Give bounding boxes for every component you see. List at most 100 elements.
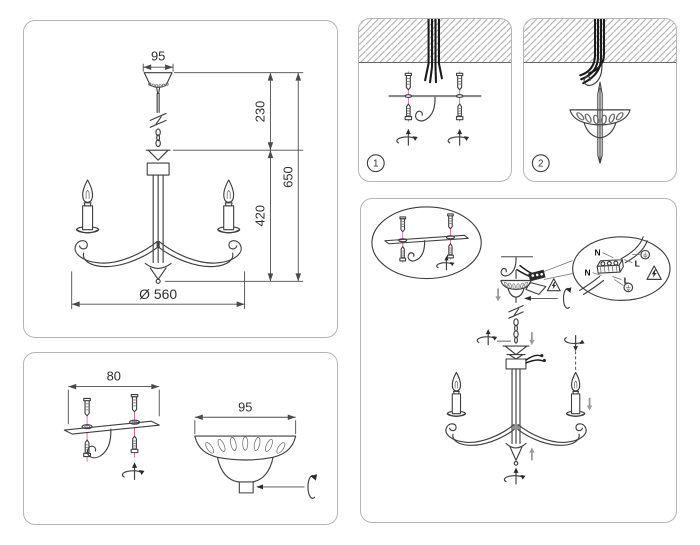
screw-right <box>455 103 464 121</box>
dim-text-canopy: 95 <box>238 399 252 414</box>
ceiling-hook <box>407 240 426 262</box>
canopy-slots <box>205 436 286 454</box>
down-arrow-chain <box>528 331 536 346</box>
wall-plug-right <box>456 72 464 91</box>
mounting-parts-diagram: 80 95 <box>63 369 318 499</box>
screw-left <box>83 439 91 458</box>
step-badge: 1 <box>366 154 385 173</box>
panel-mounting-parts: 80 95 <box>23 352 338 525</box>
rotate-icon-candle <box>564 335 586 352</box>
label-supply-live: L <box>635 259 640 269</box>
dim-text-canopy-width: 95 <box>151 49 165 64</box>
canopy-part <box>194 435 297 494</box>
label-supply-neutral: N <box>594 248 600 258</box>
central-column <box>511 368 521 445</box>
left-arm <box>445 423 515 446</box>
left-arm <box>74 240 158 268</box>
left-candle <box>76 179 100 234</box>
warning-icon <box>546 278 561 292</box>
screw-direction-arrow <box>523 296 531 301</box>
rotate-icon-bracket <box>121 461 145 481</box>
dim-text-bracket: 80 <box>107 369 121 384</box>
balloon-leaders <box>543 260 573 280</box>
terminal-flap <box>525 281 547 295</box>
break-symbol <box>149 112 167 128</box>
wall-plug-right <box>130 393 139 413</box>
suspension <box>149 92 167 148</box>
up-arrow-finial <box>528 446 536 462</box>
bobeche <box>145 149 171 176</box>
break-symbol <box>508 305 524 319</box>
dim-text-total: 650 <box>280 166 295 188</box>
label-fixture-neutral: N <box>585 268 591 278</box>
ceiling-hook <box>414 96 436 122</box>
bracket-hole-left <box>404 94 413 98</box>
step-badge: 2 <box>531 154 550 173</box>
canopy-fitting <box>238 481 254 494</box>
rotate-icon-finial <box>503 466 526 485</box>
bracket-hole-right <box>455 94 464 98</box>
bracket-detail-balloon <box>371 206 482 280</box>
canopy-beads <box>148 82 169 88</box>
dim-suspension-height: 230 <box>165 72 304 282</box>
screw-left <box>399 246 407 262</box>
central-column <box>144 174 172 284</box>
panel-step1: 1 <box>358 18 512 182</box>
chain <box>513 318 519 344</box>
dim-total-height: 650 <box>280 72 302 282</box>
dim-text-body: 420 <box>252 205 267 227</box>
rotate-icon-canopy <box>307 473 318 499</box>
dim-body-height: 420 <box>252 150 274 282</box>
fixture-wire-l <box>583 279 605 295</box>
bobeche <box>502 345 530 360</box>
right-arm <box>517 423 587 446</box>
supply-wire-n <box>620 236 644 260</box>
rotate-icon-chain <box>476 328 498 346</box>
terminal-block <box>595 257 625 276</box>
rotate-icon-right <box>447 128 470 146</box>
down-arrow-canopy <box>494 287 502 303</box>
left-candle <box>446 371 466 417</box>
finial <box>505 442 527 466</box>
label-fixture-live: L <box>624 275 629 285</box>
dim-canopy-width: 95 <box>142 49 174 72</box>
dim-diameter: Ø 560 <box>71 271 246 310</box>
screw-right <box>130 435 139 454</box>
wiring-detail-balloon: N L N L <box>572 236 671 301</box>
overview-diagram: 95 <box>71 49 304 310</box>
main-assembly <box>445 255 594 485</box>
panel-assembly: N L N L <box>360 198 677 523</box>
panel-step2: 2 <box>523 18 677 182</box>
supply-wires <box>424 19 443 84</box>
canopy-screw-direction <box>256 484 305 490</box>
dim-text-diameter: Ø 560 <box>139 286 177 302</box>
terminal-block-small <box>528 269 546 282</box>
right-candle <box>217 179 241 234</box>
wall-plug-left <box>83 397 91 417</box>
dim-text-suspension: 230 <box>252 101 267 123</box>
warning-icon <box>646 265 662 280</box>
supply-wires <box>579 19 605 85</box>
dim-canopy: 95 <box>194 399 297 435</box>
assembly-diagram: N L N L <box>371 206 671 485</box>
screw-right <box>447 243 454 259</box>
panel-overview: 95 <box>23 20 338 338</box>
dim-bracket-length: 80 <box>67 369 160 425</box>
screw-left <box>404 103 413 121</box>
down-arrow-candle <box>585 396 594 412</box>
ceiling-hook <box>500 257 517 277</box>
canopy <box>143 72 173 95</box>
rotate-icon-left <box>396 128 419 146</box>
right-candle <box>566 371 586 417</box>
step-number: 1 <box>373 159 378 170</box>
ground-icon-top <box>640 249 651 260</box>
mounting-bracket <box>63 419 160 435</box>
wall-plug-right <box>447 213 454 230</box>
rotate-icon-canopy <box>562 286 572 309</box>
step2-diagram: 2 <box>524 19 676 173</box>
fixture-wire-n <box>579 275 601 292</box>
wall-plug-left <box>399 216 406 233</box>
step1-diagram: 1 <box>359 19 511 173</box>
step-number: 2 <box>538 159 543 170</box>
